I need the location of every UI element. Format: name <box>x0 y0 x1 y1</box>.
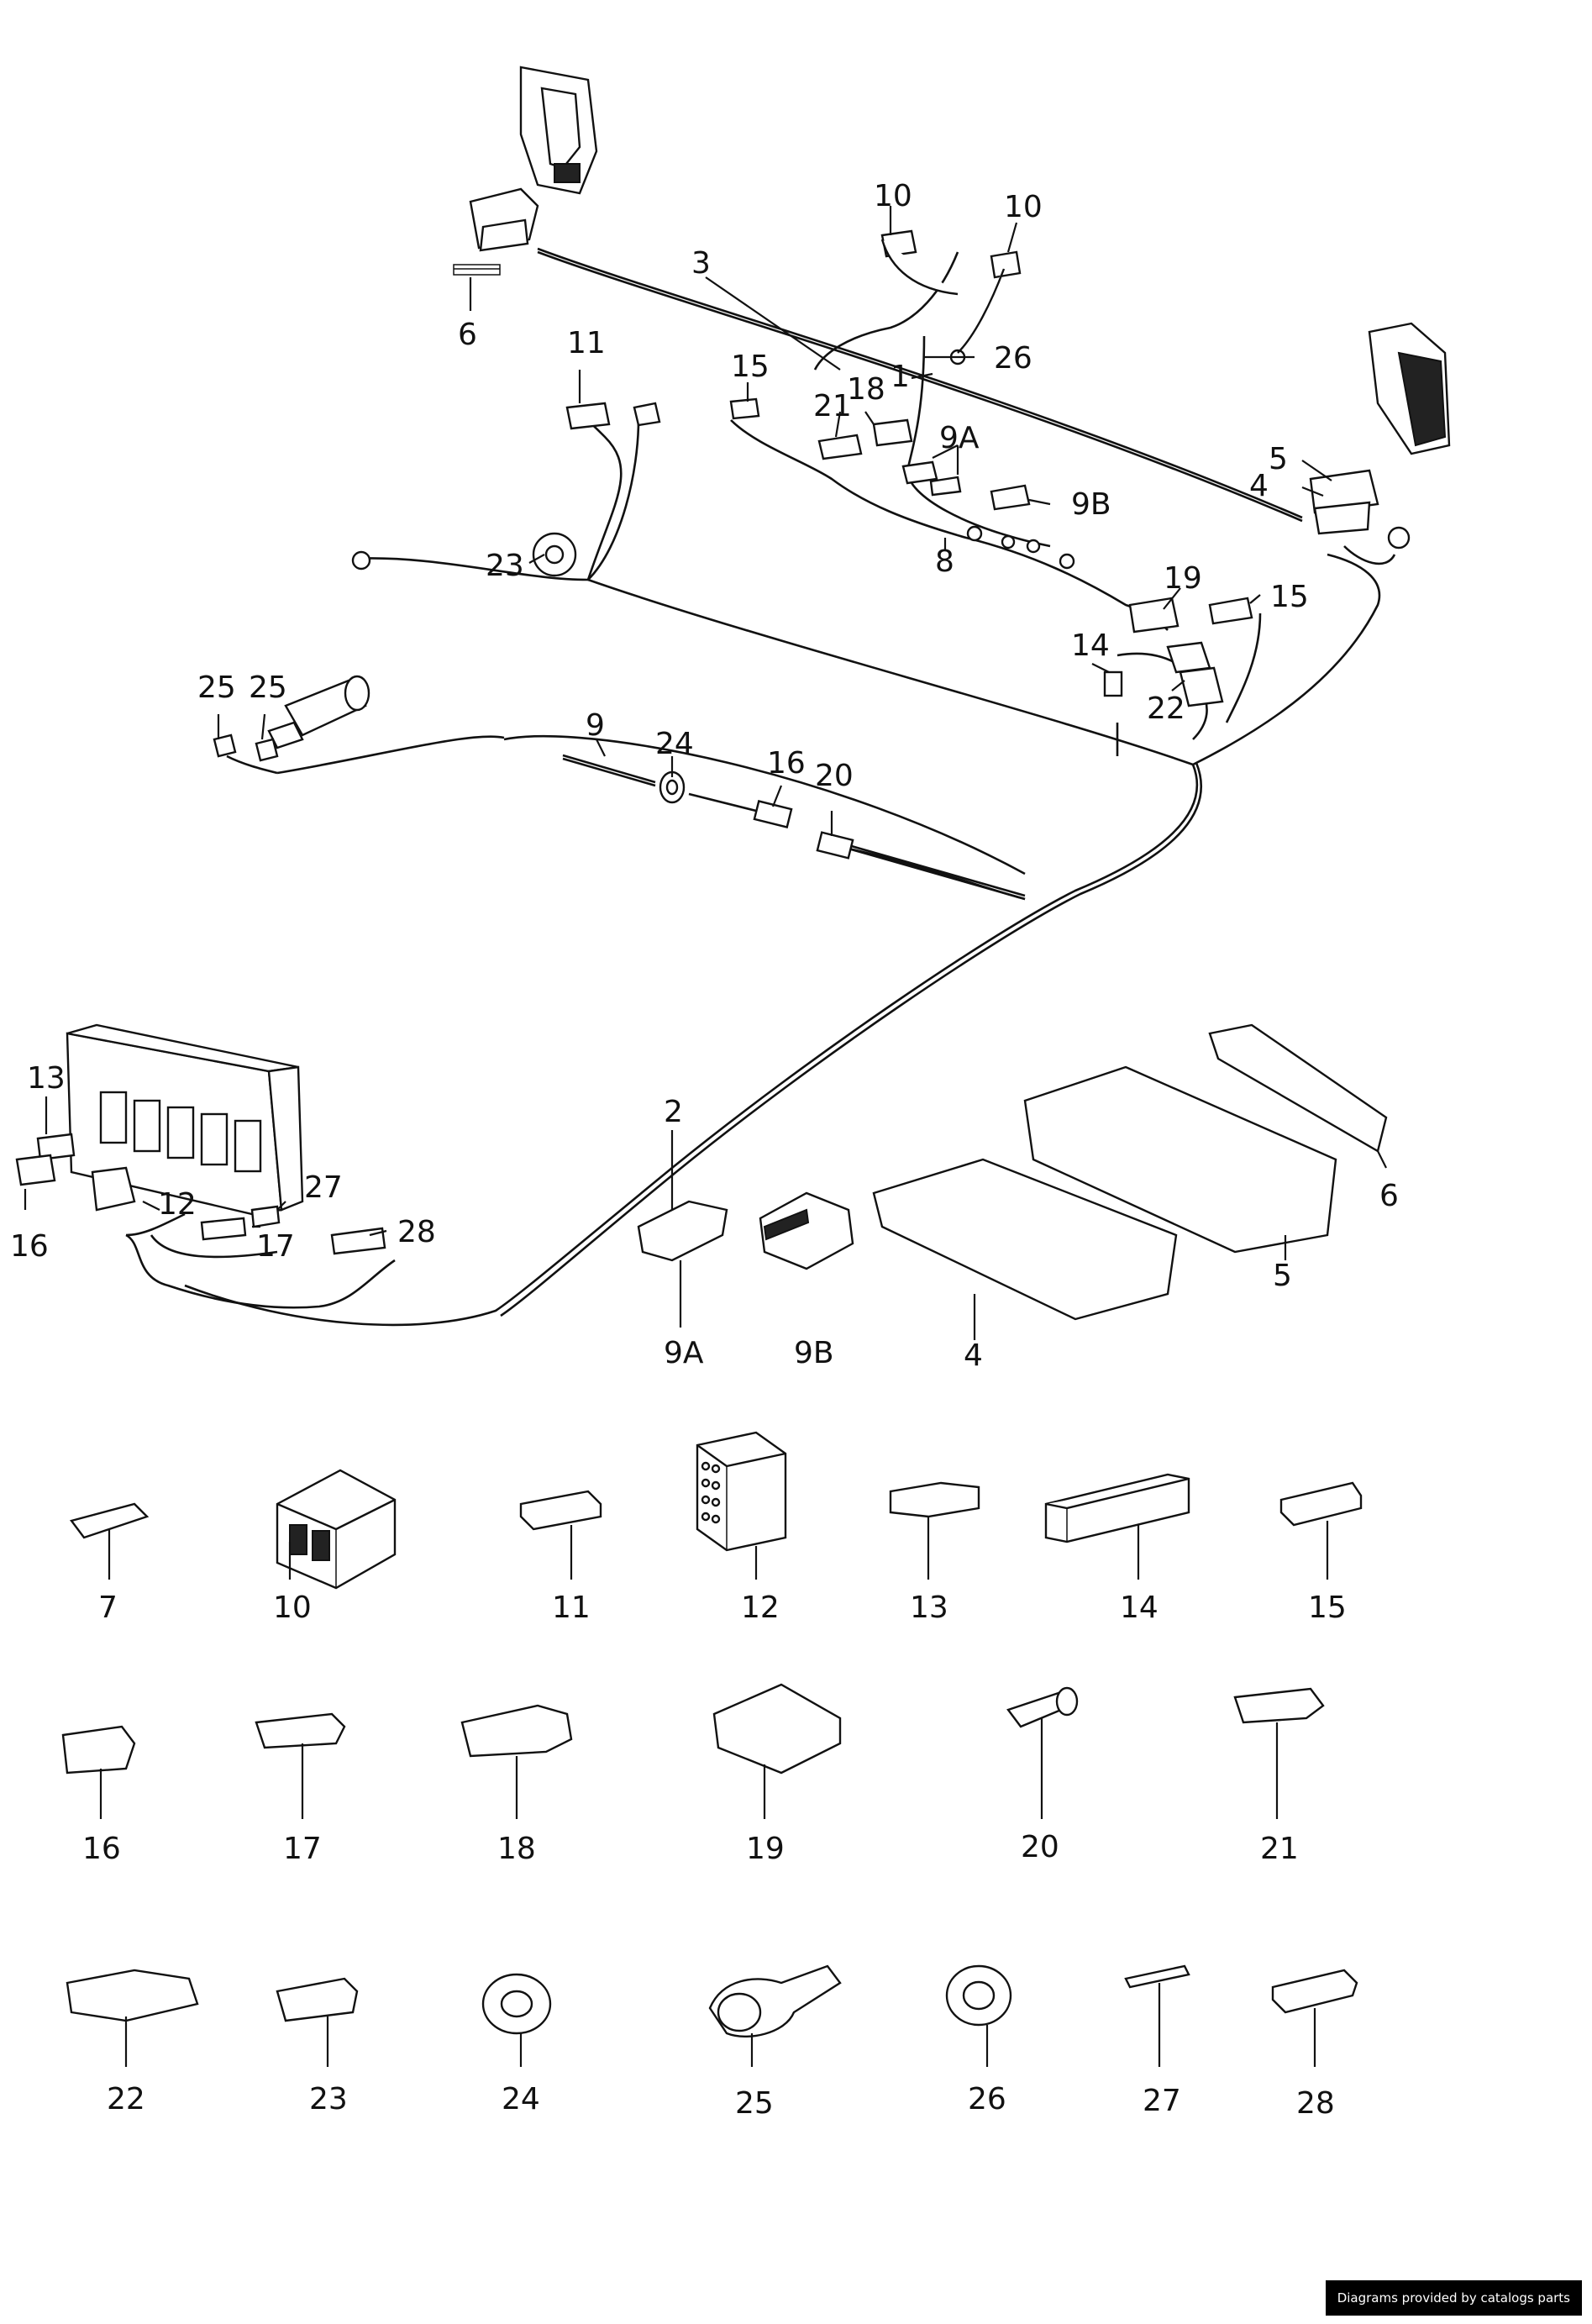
part-23-connector <box>276 1977 359 2067</box>
callout-18: 18 <box>497 1832 536 1866</box>
credit-badge: Diagrams provided by catalogs parts <box>1325 2280 1582 2316</box>
part-27-terminal <box>1124 1964 1190 2067</box>
callout-5: 5 <box>1273 1259 1292 1293</box>
callout-27: 27 <box>304 1170 343 1205</box>
callout-26: 26 <box>968 2082 1006 2116</box>
callout-9A: 9A <box>664 1336 704 1370</box>
part-13-connector <box>889 1481 980 1580</box>
callout-17: 17 <box>256 1229 295 1264</box>
callout-9B: 9B <box>1071 487 1111 522</box>
callout-24: 24 <box>502 2082 540 2116</box>
harness-connectors <box>532 229 1253 707</box>
part-21-connector <box>1233 1687 1325 1819</box>
callout-7: 7 <box>98 1591 118 1625</box>
cable-9-assembly <box>562 754 1026 901</box>
part-26-grommet <box>945 1964 1012 2067</box>
callout-24: 24 <box>655 727 694 761</box>
part-18-connector <box>460 1704 573 1819</box>
callout-16: 16 <box>10 1229 49 1264</box>
callout-20: 20 <box>1021 1830 1059 1864</box>
main-harness <box>125 247 1396 1327</box>
part-12-connector <box>696 1431 787 1580</box>
part-17-connector <box>255 1712 346 1819</box>
callout-6: 6 <box>1379 1179 1399 1213</box>
callout-16: 16 <box>82 1832 121 1866</box>
callout-6: 6 <box>458 318 477 352</box>
part-10-connector <box>276 1469 397 1590</box>
callout-22: 22 <box>1147 691 1185 726</box>
callout-25: 25 <box>197 670 236 705</box>
callout-15: 15 <box>731 350 770 384</box>
callout-1: 1 <box>891 360 910 394</box>
callout-11: 11 <box>552 1591 591 1625</box>
callout-5: 5 <box>1269 442 1288 476</box>
connector-10-upper <box>880 239 1006 354</box>
callout-20: 20 <box>815 759 854 793</box>
pin-grid <box>701 1461 721 1524</box>
callout-25: 25 <box>735 2086 774 2121</box>
callout-21: 21 <box>1260 1832 1299 1866</box>
callout-3: 3 <box>691 246 711 281</box>
top-left-holder <box>453 66 598 276</box>
callout-19: 19 <box>746 1832 785 1866</box>
callout-labels: 1 2 3 4 4 5 5 6 6 8 9 9A 9A 9B 9B 10 10 … <box>10 179 1399 2121</box>
part-7-terminal <box>69 1502 150 1580</box>
callout-4: 4 <box>1249 469 1269 503</box>
callout-27: 27 <box>1143 2084 1181 2118</box>
relay-box <box>15 1023 386 1255</box>
callout-9: 9 <box>586 708 605 743</box>
part-28-connector <box>1271 1969 1358 2067</box>
callout-12: 12 <box>158 1187 197 1222</box>
exploded-connector-blocks <box>637 1023 1388 1321</box>
callout-8: 8 <box>935 544 954 579</box>
part-25-boot <box>708 1964 842 2067</box>
top-right-holder <box>351 322 1451 570</box>
part-24-grommet <box>481 1973 552 2067</box>
callout-15: 15 <box>1270 580 1309 614</box>
callout-23: 23 <box>486 549 524 583</box>
leader-lines <box>24 206 1387 1340</box>
callout-15: 15 <box>1308 1591 1347 1625</box>
part-11-connector <box>519 1490 602 1580</box>
callout-19: 19 <box>1164 561 1202 596</box>
callout-26: 26 <box>994 341 1032 376</box>
callout-28: 28 <box>397 1215 436 1249</box>
callout-9A: 9A <box>939 421 980 455</box>
part-22-connector <box>66 1969 199 2067</box>
part-14-sleeve <box>1044 1473 1190 1580</box>
callout-25: 25 <box>249 670 287 705</box>
part-15-connector <box>1279 1481 1363 1580</box>
callout-2: 2 <box>664 1095 683 1129</box>
callout-9B: 9B <box>794 1336 834 1370</box>
callout-14: 14 <box>1120 1591 1159 1625</box>
callout-28: 28 <box>1296 2086 1335 2121</box>
part-16-pin <box>61 1725 136 1819</box>
callout-13: 13 <box>910 1591 948 1625</box>
callout-10: 10 <box>273 1591 312 1625</box>
callout-13: 13 <box>27 1061 66 1096</box>
callout-18: 18 <box>847 372 885 407</box>
connector-25-group <box>213 675 370 775</box>
callout-23: 23 <box>309 2082 348 2116</box>
callout-10: 10 <box>874 179 912 213</box>
callout-10: 10 <box>1004 190 1043 224</box>
callout-22: 22 <box>107 2082 145 2116</box>
callout-14: 14 <box>1071 628 1110 663</box>
callout-11: 11 <box>567 326 606 360</box>
part-19-connector <box>712 1683 842 1819</box>
callout-12: 12 <box>741 1591 780 1625</box>
callout-21: 21 <box>813 389 852 423</box>
part-20-pin <box>1006 1686 1079 1819</box>
callout-16: 16 <box>767 746 806 781</box>
callout-17: 17 <box>283 1832 322 1866</box>
callout-4: 4 <box>964 1338 983 1373</box>
